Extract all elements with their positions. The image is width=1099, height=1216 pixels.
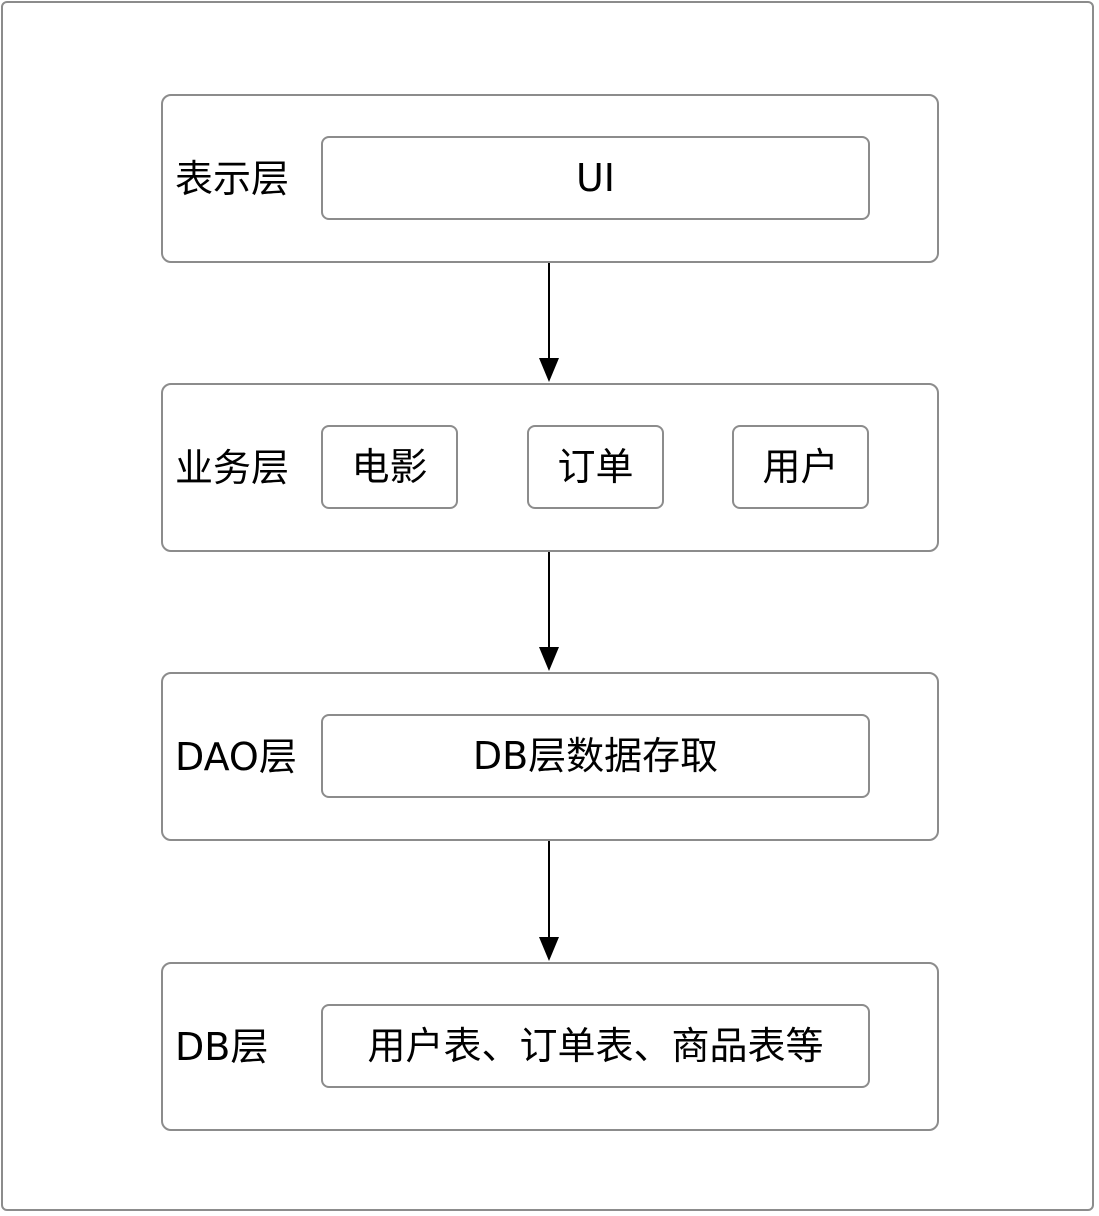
component-user: 用户 — [732, 425, 869, 509]
layer-label-db: DB层 — [175, 1024, 269, 1069]
layer-business: 业务层 电影 订单 用户 — [161, 383, 939, 552]
layer-label-presentation: 表示层 — [175, 156, 290, 201]
layer-presentation: 表示层 UI — [161, 94, 939, 263]
component-db-tables: 用户表、订单表、商品表等 — [321, 1004, 870, 1088]
layer-label-dao: DAO层 — [175, 734, 297, 779]
component-movie: 电影 — [321, 425, 458, 509]
layer-dao: DAO层 DB层数据存取 — [161, 672, 939, 841]
layer-label-business: 业务层 — [175, 445, 290, 490]
component-ui: UI — [321, 136, 870, 220]
layer-db: DB层 用户表、订单表、商品表等 — [161, 962, 939, 1131]
component-order: 订单 — [527, 425, 664, 509]
component-db-access: DB层数据存取 — [321, 714, 870, 798]
